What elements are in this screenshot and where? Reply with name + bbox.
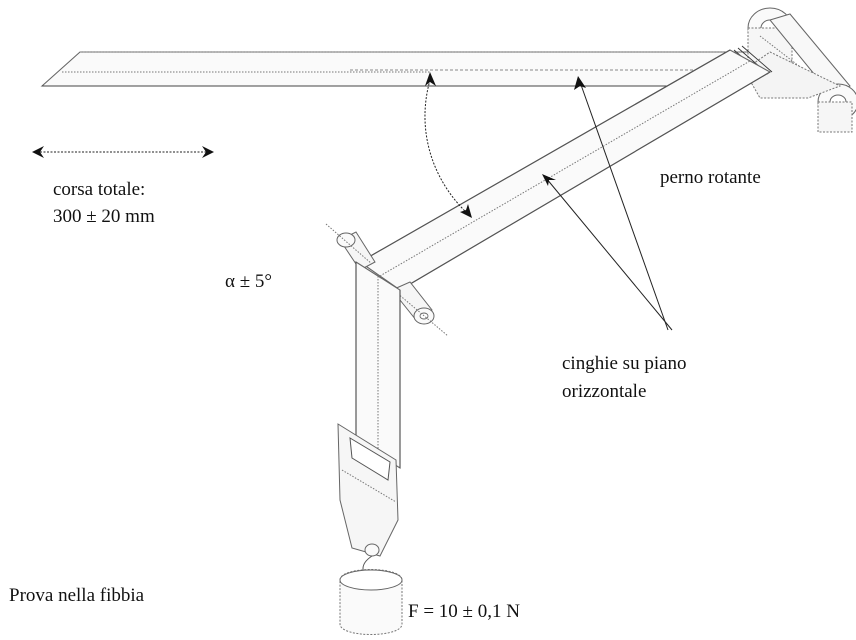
buckle (337, 423, 399, 579)
force-label: F = 10 ± 0,1 N (408, 601, 520, 622)
straps-label-line1: cinghie su piano (562, 353, 687, 374)
straps-label-line2: orizzontale (562, 381, 647, 402)
stroke-arrow (32, 146, 214, 158)
weight (339, 569, 403, 635)
angle-label: α ± 5° (225, 271, 272, 292)
vertical-strap (355, 260, 401, 470)
rotating-pivot (729, 7, 856, 133)
test-label: Prova nella fibbia (9, 585, 145, 606)
stroke-total-label: corsa totale: (53, 179, 146, 200)
horizontal-strap (40, 51, 761, 87)
strap-leader-lines (542, 76, 673, 331)
stroke-total-value: 300 ± 20 mm (53, 206, 155, 227)
bend-rollers (325, 223, 449, 337)
pivot-label: perno rotante (660, 167, 761, 188)
diagonal-strap (358, 49, 772, 291)
angle-arc (424, 72, 472, 218)
